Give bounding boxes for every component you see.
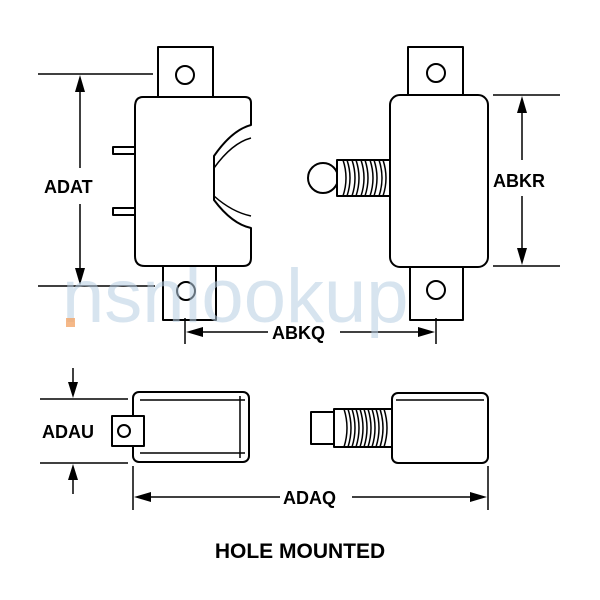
- adaq-label: ADAQ: [283, 488, 336, 508]
- top-right-spring-coils: [343, 408, 388, 448]
- adau-arrow-bottom: [68, 464, 78, 480]
- side-bottom-hole: [426, 280, 446, 300]
- adaq-arrow-left: [134, 492, 151, 502]
- abkr-arrow-top: [517, 96, 527, 113]
- top-view-left: [111, 391, 250, 463]
- top-right-body: [391, 392, 489, 464]
- adau-label: ADAU: [42, 422, 94, 442]
- front-notch-curve-bottom: [213, 195, 252, 217]
- side-body: [389, 94, 489, 268]
- front-view: [112, 46, 252, 321]
- front-terminal-lower: [112, 207, 136, 216]
- watermark-text: nsnlookup: [62, 254, 409, 339]
- adat-arrow-top: [75, 75, 85, 92]
- front-body: [134, 96, 252, 267]
- top-view-right: [310, 392, 489, 464]
- side-top-hole: [426, 63, 446, 83]
- drawing-caption: HOLE MOUNTED: [215, 540, 385, 563]
- abkq-arrow-left: [186, 327, 203, 337]
- adaq-dimension: ADAQ: [132, 466, 489, 510]
- plunger-knob: [307, 162, 339, 194]
- side-top-tab: [407, 46, 464, 98]
- abkq-dimension: ABKQ: [184, 318, 437, 344]
- adat-dimension: ADAT: [38, 73, 155, 287]
- abkr-arrow-bottom: [517, 248, 527, 265]
- watermark: nsnlookup: [62, 254, 409, 339]
- watermark-dot: [66, 318, 75, 327]
- top-left-tab-hole: [117, 424, 131, 438]
- adat-arrow-bottom: [75, 268, 85, 285]
- abkq-label: ABKQ: [272, 323, 325, 343]
- plunger-spring-coils: [342, 159, 387, 197]
- front-bottom-hole: [176, 281, 196, 301]
- adau-dimension: ADAU: [40, 368, 128, 494]
- side-view: [307, 46, 489, 321]
- abkr-dimension: ABKR: [493, 94, 560, 267]
- front-notch-curve-top: [213, 137, 252, 169]
- abkr-label: ABKR: [493, 171, 545, 191]
- abkq-arrow-right: [418, 327, 435, 337]
- top-left-body: [132, 391, 250, 463]
- top-left-tab: [111, 415, 145, 447]
- front-top-hole: [175, 65, 195, 85]
- adau-arrow-top: [68, 382, 78, 398]
- front-terminal-upper: [112, 146, 136, 155]
- adaq-arrow-right: [470, 492, 487, 502]
- adat-label: ADAT: [44, 177, 93, 197]
